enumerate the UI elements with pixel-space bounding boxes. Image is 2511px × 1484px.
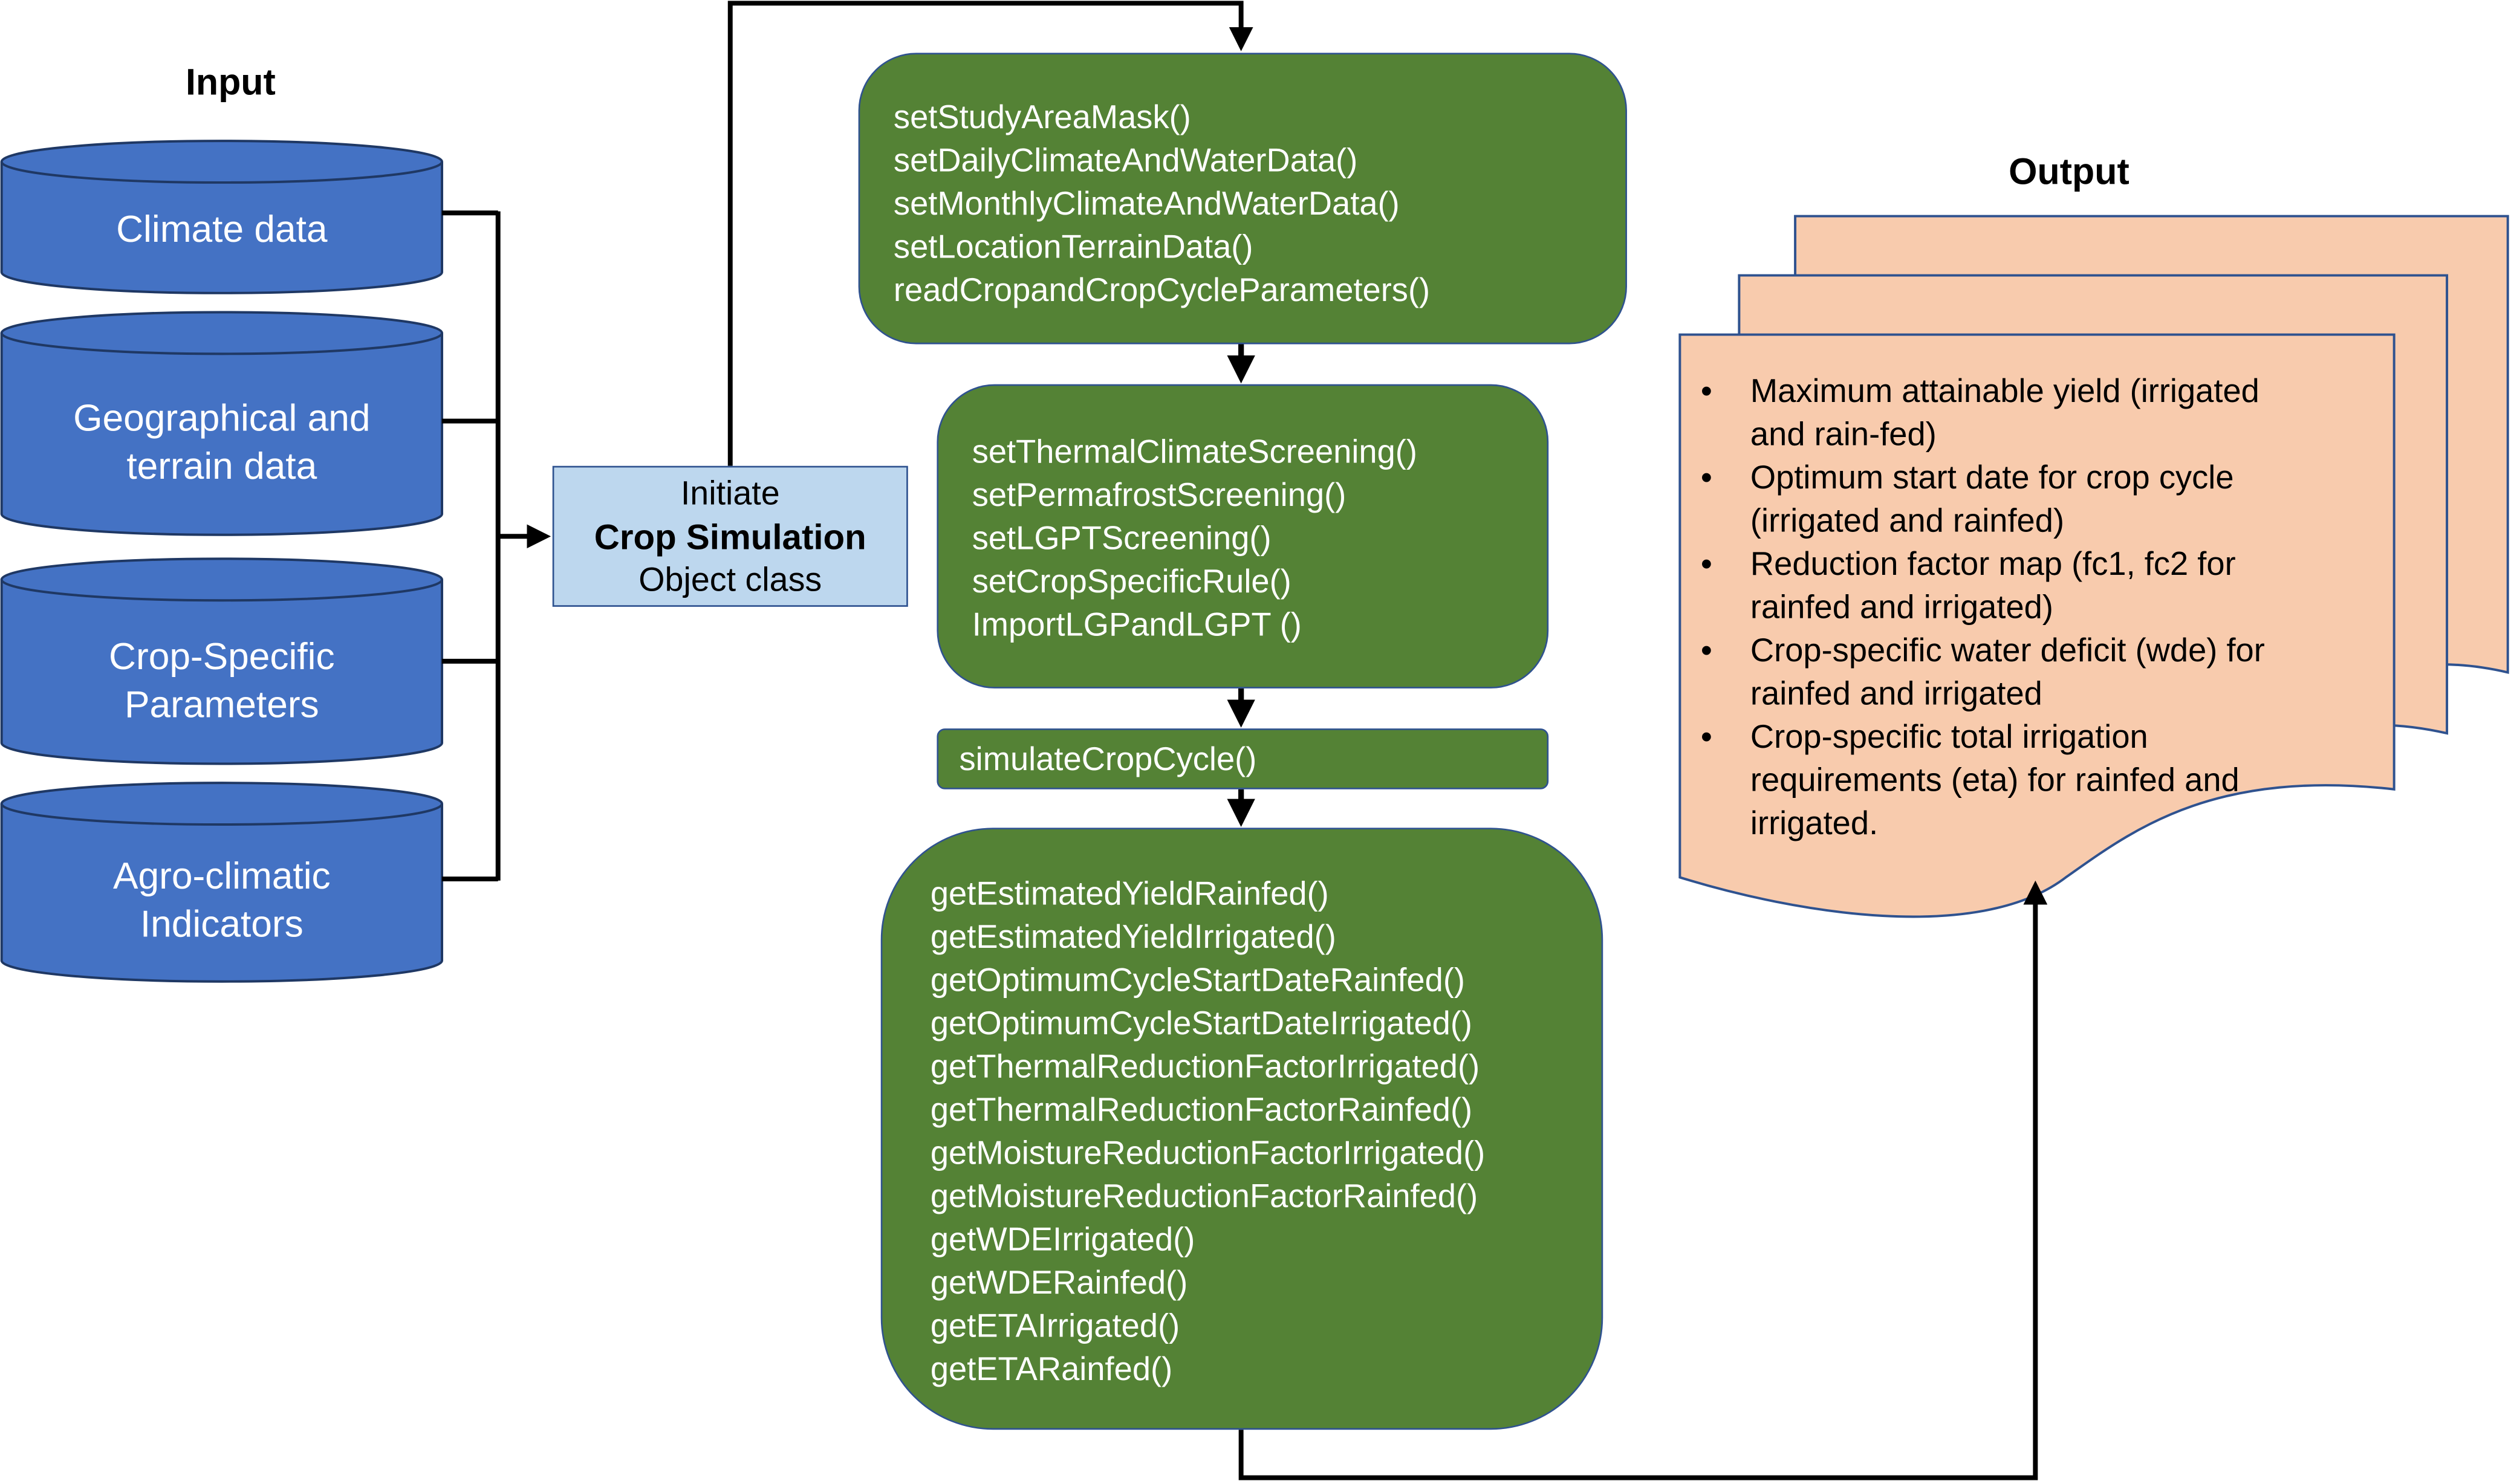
simulate-crop-cycle-box: simulateCropCycle() [937,728,1549,789]
getter-method: getWDERainfed() [930,1265,1188,1302]
input-geographical-line1: Geographical and [73,397,371,439]
input-climate-data-line1: Climate data [116,208,328,250]
input-cylinder-climate [0,140,444,294]
input-cylinder-agro-climatic [0,782,444,983]
input-crop-specific-label: Crop-Specific Parameters [2,617,442,745]
output-item: Crop-specific total irrigation requireme… [1701,716,2373,846]
output-item-line: rainfed and irrigated) [1750,589,2053,626]
getter-method: getETARainfed() [930,1351,1173,1388]
getter-methods-box: getEstimatedYieldRainfed() getEstimatedY… [880,828,1603,1430]
input-agro-climatic-line1: Agro-climatic [112,855,331,897]
input-agro-climatic-line2: Indicators [140,902,304,945]
output-item-line: Reduction factor map (fc1, fc2 for [1750,546,2236,583]
getter-method: getThermalReductionFactorRainfed() [930,1092,1473,1129]
output-item-line: irrigated. [1750,805,1879,843]
output-item-line: Crop-specific total irrigation [1750,719,2148,756]
getter-method: getEstimatedYieldRainfed() [930,875,1329,913]
screening-method: setPermafrostScreening() [972,477,1346,514]
input-crop-specific-line1: Crop-Specific [109,635,335,678]
input-agro-climatic-label: Agro-climatic Indicators [2,836,442,964]
output-item-line: Optimum start date for crop cycle [1750,459,2234,497]
input-geographical-label: Geographical and terrain data [2,378,442,506]
initiate-line2: Crop Simulation [594,516,866,557]
input-cylinder-crop-specific [0,557,444,765]
initiate-line1: Initiate [680,475,780,512]
output-item-line: and rain-fed) [1750,416,1937,453]
output-item-line: rainfed and irrigated [1750,675,2042,713]
getter-method: getEstimatedYieldIrrigated() [930,919,1336,956]
getter-method: getThermalReductionFactorIrrigated() [930,1048,1480,1086]
setup-method: readCropandCropCycleParameters() [893,272,1431,309]
initiate-crop-simulation-box: Initiate Crop Simulation Object class [552,465,908,607]
getter-method: getOptimumCycleStartDateIrrigated() [930,1005,1473,1043]
setup-method: setDailyClimateAndWaterData() [893,142,1358,180]
simulate-method: simulateCropCycle() [959,741,1257,779]
getter-method: getOptimumCycleStartDateRainfed() [930,962,1466,999]
setup-methods-box: setStudyAreaMask() setDailyClimateAndWat… [858,53,1627,345]
output-item: Optimum start date for crop cycle (irrig… [1701,456,2373,543]
getter-method: getWDEIrrigated() [930,1221,1195,1259]
output-item-line: Maximum attainable yield (irrigated [1750,373,2259,410]
setup-method: setStudyAreaMask() [893,99,1191,137]
arrow-initiate-to-setup [727,1,1253,466]
getter-method: getETAIrrigated() [930,1307,1180,1345]
input-bracket-connector [442,210,501,882]
screening-method: setLGPTScreening() [972,520,1272,557]
input-climate-data-label: Climate data [2,189,442,269]
getter-method: getMoistureReductionFactorIrrigated() [930,1135,1486,1172]
screening-method: setCropSpecificRule() [972,563,1291,601]
output-items-list: Maximum attainable yield (irrigated and … [1701,370,2373,846]
output-item: Crop-specific water deficit (wde) for ra… [1701,629,2373,716]
screening-method: setThermalClimateScreening() [972,433,1417,471]
initiate-line3: Object class [638,561,822,598]
input-heading: Input [185,60,276,103]
input-cylinder-geographical [0,311,444,536]
input-crop-specific-line2: Parameters [124,683,319,725]
output-item-line: (irrigated and rainfed) [1750,502,2065,540]
output-heading: Output [2009,150,2129,192]
arrow-getters-to-output [1238,880,2048,1480]
screening-methods-box: setThermalClimateScreening() setPermafro… [937,384,1549,689]
input-geographical-line2: terrain data [126,445,317,487]
output-item-line: Crop-specific water deficit (wde) for [1750,632,2265,670]
output-item: Reduction factor map (fc1, fc2 for rainf… [1701,543,2373,629]
output-item: Maximum attainable yield (irrigated and … [1701,370,2373,456]
setup-method: setLocationTerrainData() [893,228,1253,266]
screening-method: ImportLGPandLGPT () [972,606,1302,644]
getter-method: getMoistureReductionFactorRainfed() [930,1178,1478,1216]
output-item-line: requirements (eta) for rainfed and [1750,762,2240,799]
setup-method: setMonthlyClimateAndWaterData() [893,186,1400,223]
